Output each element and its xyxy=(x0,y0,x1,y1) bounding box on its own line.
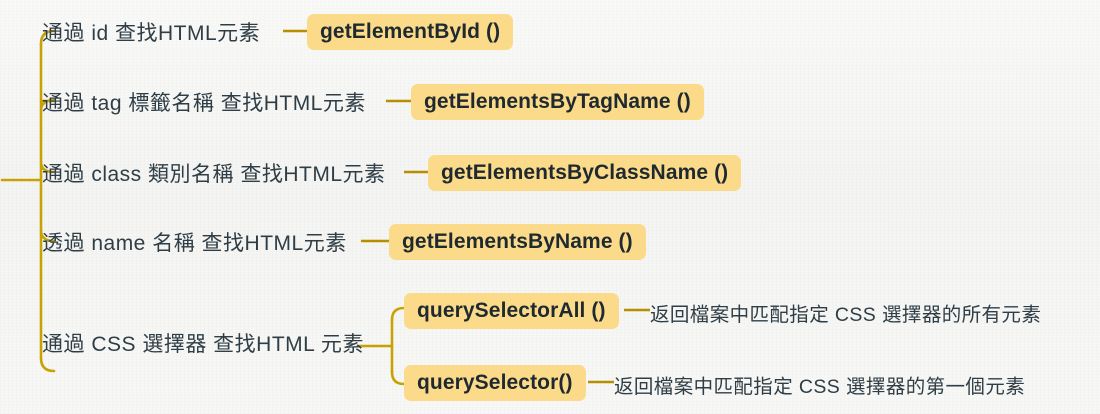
branch-row-by-tag[interactable]: 通過 tag 標籤名稱 查找HTML元素 xyxy=(42,87,366,117)
method-label: getElementsByClassName () xyxy=(428,155,742,191)
method-chip-get-elements-by-class-name[interactable]: getElementsByClassName () xyxy=(428,155,742,191)
branch-row-by-class[interactable]: 通過 class 類別名稱 查找HTML元素 xyxy=(42,158,386,188)
method-chip-get-elements-by-tag-name[interactable]: getElementsByTagName () xyxy=(411,84,704,120)
branch-label-by-css-selector: 通過 CSS 選擇器 查找HTML 元素 xyxy=(42,333,364,356)
method-label: getElementsByTagName () xyxy=(411,84,704,120)
method-label: querySelectorAll () xyxy=(404,293,619,329)
branch-label-by-id: 通過 id 查找HTML元素 xyxy=(42,22,261,45)
method-label: getElementById () xyxy=(307,14,514,50)
method-chip-get-elements-by-name[interactable]: getElementsByName () xyxy=(389,224,646,260)
branch-row-by-id[interactable]: 通過 id 查找HTML元素 xyxy=(42,17,260,47)
description-query-selector: 返回檔案中匹配指定 CSS 選擇器的第一個元素 xyxy=(614,370,1025,399)
description-text: 返回檔案中匹配指定 CSS 選擇器的所有元素 xyxy=(650,304,1042,326)
method-chip-get-element-by-id[interactable]: getElementById () xyxy=(307,14,514,50)
method-label: querySelector() xyxy=(404,365,586,401)
branch-row-by-css-selector[interactable]: 通過 CSS 選擇器 查找HTML 元素 xyxy=(42,328,364,358)
description-query-selector-all: 返回檔案中匹配指定 CSS 選擇器的所有元素 xyxy=(650,298,1041,327)
branch-label-by-class: 通過 class 類別名稱 查找HTML元素 xyxy=(42,163,386,186)
method-chip-query-selector[interactable]: querySelector() xyxy=(404,365,586,401)
method-label: getElementsByName () xyxy=(389,224,646,260)
description-text: 返回檔案中匹配指定 CSS 選擇器的第一個元素 xyxy=(614,376,1026,398)
branch-label-by-tag: 通過 tag 標籤名稱 查找HTML元素 xyxy=(42,92,366,115)
branch-row-by-name[interactable]: 透過 name 名稱 查找HTML元素 xyxy=(42,227,347,257)
method-chip-query-selector-all[interactable]: querySelectorAll () xyxy=(404,293,619,329)
branch-label-by-name: 透過 name 名稱 查找HTML元素 xyxy=(42,232,347,255)
